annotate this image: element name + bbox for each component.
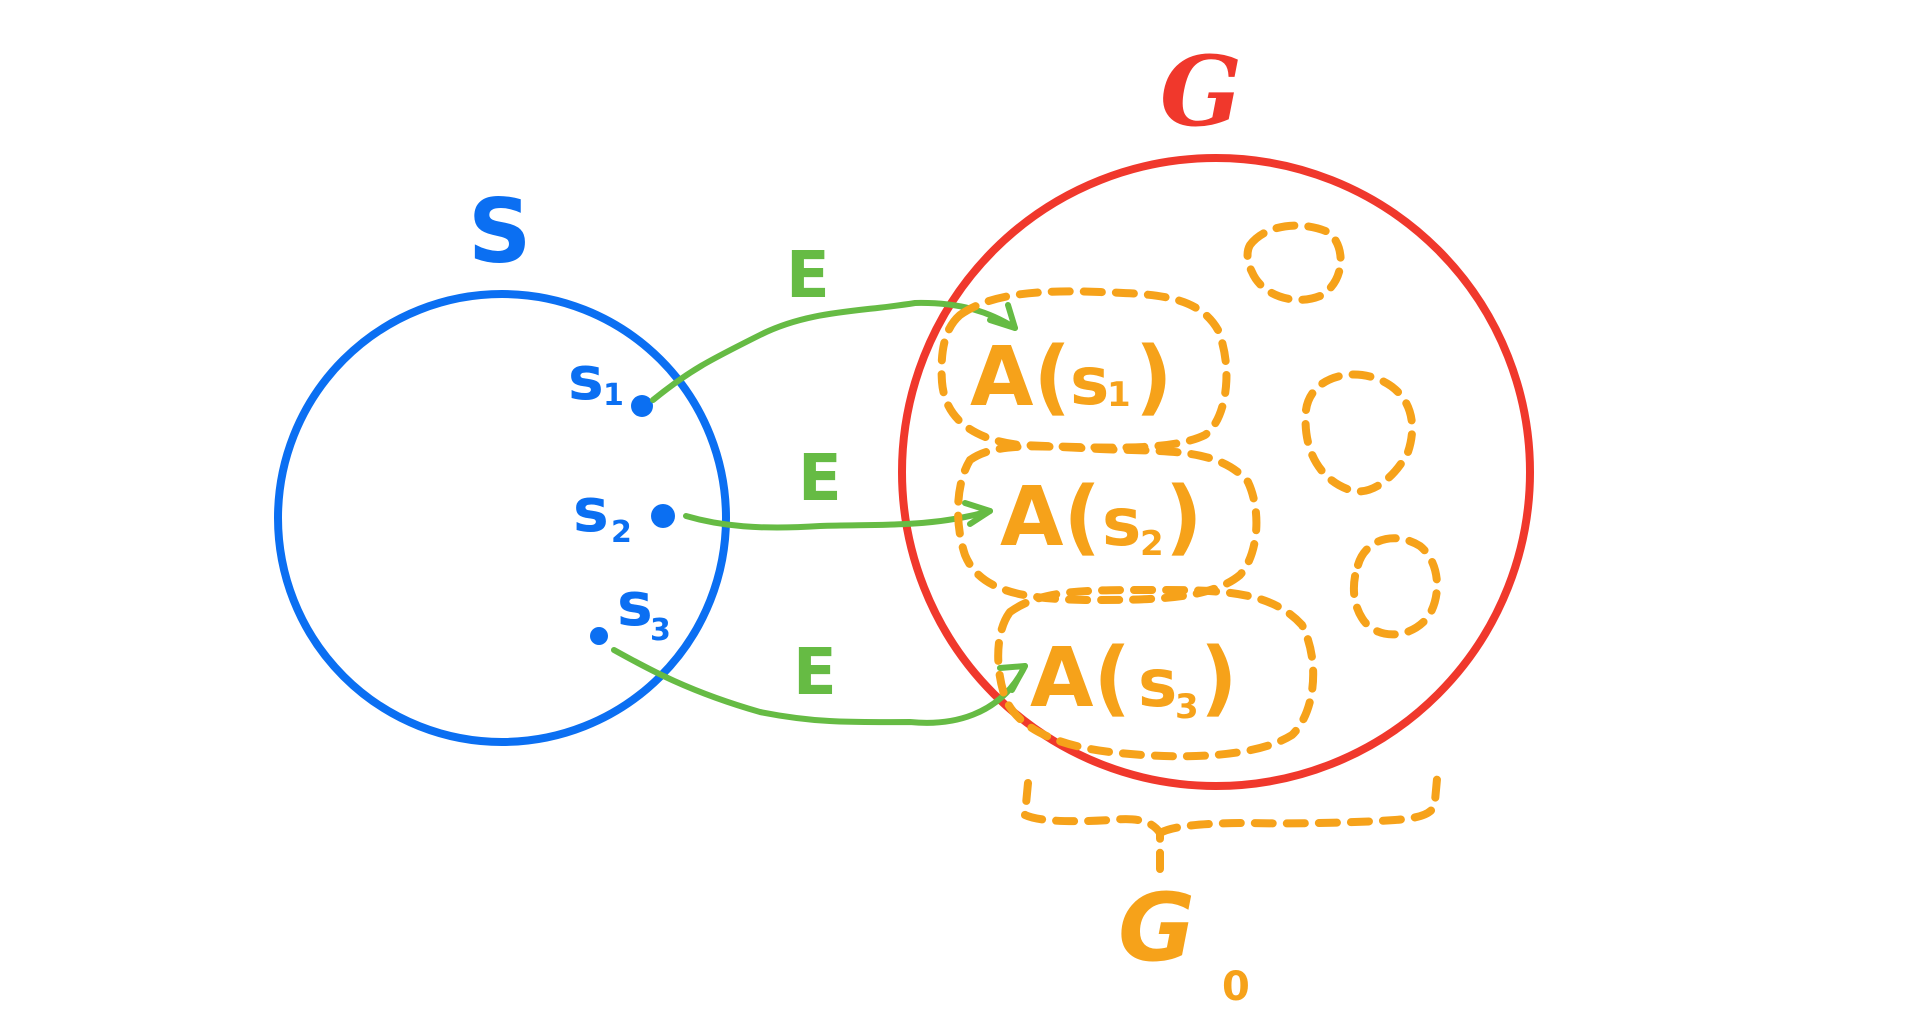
- mapping-arrow-2-head: [962, 500, 993, 527]
- image-label-s3: A( s 3 ): [1030, 631, 1237, 727]
- image-label-s1: A( s 1 ): [970, 330, 1172, 425]
- source-point-s3-dot: [590, 627, 608, 645]
- source-point-s1-index: 1: [603, 378, 624, 413]
- source-point-s3-base: s: [617, 570, 653, 640]
- mapping-label-e2: E: [798, 442, 842, 516]
- source-point-s1-base: s: [568, 344, 604, 414]
- source-point-s3: s 3: [590, 570, 671, 648]
- image-label-s2-base: s: [1102, 484, 1141, 561]
- mapping-label-e3: E: [793, 636, 837, 710]
- source-point-s1: s 1: [568, 344, 653, 417]
- mapping-arrow-1-head: [987, 302, 1018, 331]
- source-set-circle: [274, 290, 730, 746]
- other-object-1: [1243, 221, 1345, 304]
- image-label-s2-index: 2: [1140, 524, 1164, 564]
- g0-label: G: [1118, 874, 1195, 983]
- image-label-s3-index: 3: [1175, 687, 1199, 727]
- source-point-s2-index: 2: [611, 515, 632, 550]
- image-label-s2: A( s 2 ): [1000, 470, 1202, 565]
- mapping-arrow-3-head: [997, 663, 1028, 693]
- source-point-s3-index: 3: [650, 613, 671, 648]
- other-object-3: [1349, 534, 1441, 639]
- g0-subscript: 0: [1222, 964, 1250, 1010]
- source-point-s1-dot: [631, 395, 653, 417]
- mapping-label-e1: E: [786, 239, 830, 313]
- image-region-s3: [994, 586, 1318, 761]
- source-point-s2-base: s: [573, 476, 609, 546]
- image-label-s3-suffix: ): [1200, 631, 1237, 726]
- target-set-circle: [898, 154, 1534, 790]
- image-label-s1-base: s: [1070, 343, 1109, 420]
- image-label-s3-prefix: A(: [1030, 631, 1131, 726]
- source-point-s2-dot: [651, 504, 675, 528]
- image-label-s3-base: s: [1138, 645, 1177, 722]
- source-point-s2: s 2: [573, 476, 675, 550]
- g0-bracket: [1021, 775, 1441, 873]
- image-label-s2-prefix: A(: [1000, 470, 1101, 565]
- other-object-2: [1301, 370, 1417, 496]
- image-label-s1-suffix: ): [1135, 330, 1172, 425]
- image-label-s2-suffix: ): [1165, 470, 1202, 565]
- image-region-s2: [954, 442, 1261, 604]
- source-set-label: S: [468, 180, 531, 283]
- target-set-label: G: [1160, 35, 1242, 148]
- mapping-arrow-2: [683, 508, 993, 531]
- image-region-s1: [937, 287, 1231, 452]
- image-label-s1-prefix: A(: [970, 330, 1071, 425]
- image-label-s1-index: 1: [1107, 375, 1131, 415]
- mapping-arrow-3: [611, 647, 1028, 726]
